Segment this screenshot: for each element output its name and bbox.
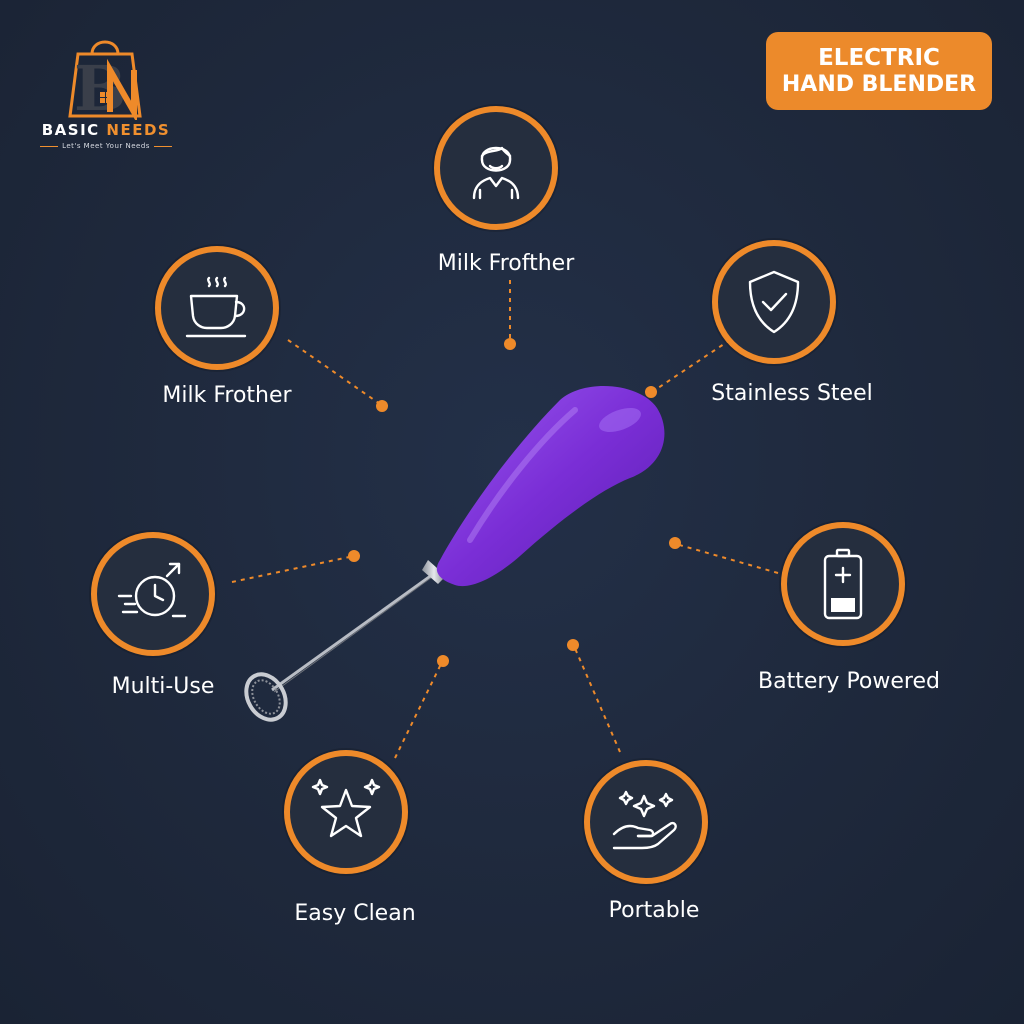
connector-dot bbox=[504, 338, 516, 350]
feature-label-milk-frother: Milk Frother bbox=[162, 383, 292, 408]
person-icon bbox=[472, 146, 520, 200]
feature-label-multi-use: Multi-Use bbox=[111, 674, 215, 699]
shield-check-icon bbox=[748, 270, 800, 334]
feature-label-milk-frofther: Milk Frofther bbox=[437, 251, 575, 276]
connector-dot bbox=[567, 639, 579, 651]
badge-line1: ELECTRIC bbox=[818, 45, 940, 71]
brand-tagline: Let's Meet Your Needs bbox=[36, 142, 176, 150]
battery-icon bbox=[823, 548, 863, 620]
shopping-bag-logo-icon: B bbox=[68, 40, 142, 120]
feature-label-portable: Portable bbox=[608, 898, 700, 923]
connector-dot bbox=[669, 537, 681, 549]
product-title-badge: ELECTRIC HAND BLENDER bbox=[766, 32, 992, 110]
hand-sparkles-icon bbox=[612, 790, 677, 850]
coffee-cup-icon bbox=[185, 276, 247, 338]
feature-circle-multi-use bbox=[91, 532, 215, 656]
feature-circle-easy-clean bbox=[284, 750, 408, 874]
sparkle-star-icon bbox=[311, 778, 381, 838]
feature-circle-milk-frother bbox=[155, 246, 279, 370]
feature-circle-milk-frofther bbox=[434, 106, 558, 230]
badge-line2: HAND BLENDER bbox=[781, 72, 977, 97]
connector-dot bbox=[645, 386, 657, 398]
feature-circle-battery-powered bbox=[781, 522, 905, 646]
timer-icon bbox=[117, 562, 187, 618]
connector-dot bbox=[348, 550, 360, 562]
connector-dot bbox=[376, 400, 388, 412]
connector-dot bbox=[437, 655, 449, 667]
feature-circle-stainless-steel bbox=[712, 240, 836, 364]
feature-circle-portable bbox=[584, 760, 708, 884]
brand-logo: B BASIC NEEDS Let's Meet Your Needs bbox=[26, 30, 186, 160]
feature-label-easy-clean: Easy Clean bbox=[294, 901, 416, 926]
brand-name-part1: BASIC bbox=[41, 121, 100, 139]
brand-name-part2: NEEDS bbox=[106, 121, 171, 139]
brand-name: BASIC NEEDS bbox=[26, 121, 186, 139]
feature-label-stainless-steel: Stainless Steel bbox=[711, 381, 873, 406]
feature-label-battery-powered: Battery Powered bbox=[758, 669, 940, 694]
